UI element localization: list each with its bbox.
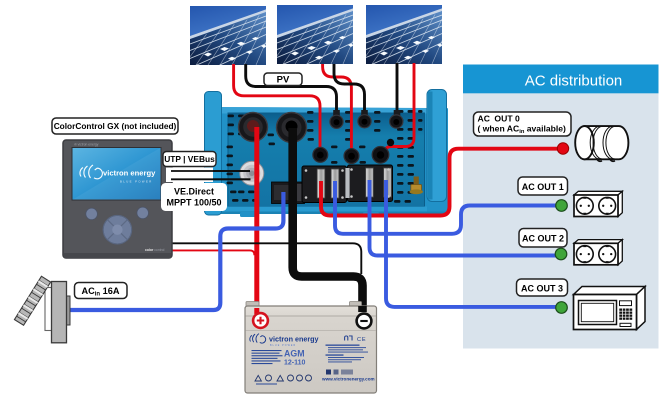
svg-text:UTP | VEBus: UTP | VEBus [164,154,215,164]
svg-text:ColorControl GX (not included): ColorControl GX (not included) [54,121,177,131]
svg-text:VE.Direct: VE.Direct [174,187,214,197]
svg-text:AC OUT 2: AC OUT 2 [522,234,564,244]
svg-text:PV: PV [277,75,290,86]
svg-text:( when ACin available): ( when ACin available) [478,124,567,135]
svg-text:victron energy: victron energy [269,335,319,344]
svg-text:AC OUT 3: AC OUT 3 [521,283,563,293]
svg-text:≋ victron energy: ≋ victron energy [74,142,99,146]
svg-text:color control: color control [145,248,165,252]
svg-text:AC OUT 1: AC OUT 1 [522,182,564,192]
svg-text:LU: LU [344,334,353,341]
svg-text:ACin 16A: ACin 16A [81,286,119,298]
svg-text:MPPT 100/50: MPPT 100/50 [166,198,221,208]
svg-text:AC distribution: AC distribution [525,73,623,90]
svg-text:BLUE POWER: BLUE POWER [120,180,153,184]
svg-text:CE: CE [357,337,366,343]
svg-text:victron energy: victron energy [103,169,156,178]
svg-text:BLUE POWER: BLUE POWER [270,345,296,347]
svg-text:AGM: AGM [284,349,305,359]
svg-text:www.victronenergy.com: www.victronenergy.com [321,377,375,382]
svg-text:12-110: 12-110 [284,360,306,367]
